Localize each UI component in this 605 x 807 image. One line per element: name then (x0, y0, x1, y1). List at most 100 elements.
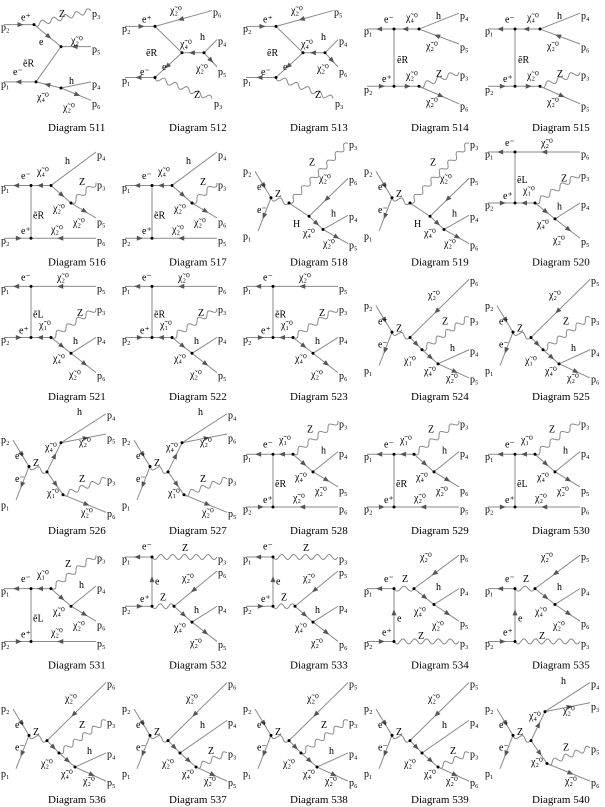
vertex-dot (170, 335, 174, 339)
vertex-dot (315, 765, 319, 769)
particle-label: p₄ (107, 750, 116, 761)
particle-label: h (65, 156, 70, 167)
particle-label: p₁ (122, 284, 131, 295)
arrow-icon (191, 586, 198, 593)
particle-label: h (315, 605, 320, 616)
boson-propagator-line (391, 331, 411, 340)
particle-label: χ̃₂⁰ (431, 621, 444, 632)
particle-label: χ̃₂⁰ (282, 759, 295, 770)
particle-label: χ̃₄⁰ (423, 228, 436, 239)
scalar-line (433, 588, 460, 605)
arrow-icon (279, 451, 285, 457)
particle-label: e⁻ (136, 743, 146, 754)
vertex-dot (392, 27, 396, 31)
arrow-icon (257, 603, 264, 609)
arrow-icon (37, 334, 43, 340)
particle-label: e⁻ (505, 440, 515, 451)
vertex-dot (49, 183, 53, 187)
particle-label: ẽR (146, 48, 157, 59)
particle-label: p₄ (218, 334, 227, 345)
arrow-icon (445, 195, 452, 202)
vertex-dot (269, 733, 273, 737)
particle-label: h (200, 720, 205, 731)
arrow-icon (497, 26, 504, 32)
particle-label: χ̃₂⁰ (173, 203, 186, 214)
particle-label: χ̃₂⁰ (425, 97, 438, 108)
particle-label: p₆ (460, 552, 469, 563)
arrow-icon (420, 504, 427, 510)
vertex-dot (392, 639, 396, 643)
diagram-caption: Diagram 518 (290, 256, 348, 268)
vertex-dot (29, 587, 33, 591)
boson-propagator-line (154, 77, 213, 99)
particle-label: h (200, 32, 205, 43)
diagram-caption: Diagram 540 (532, 794, 590, 806)
particle-label: p₅ (470, 679, 479, 690)
particle-label: p₆ (218, 568, 227, 579)
arrow-icon (404, 83, 411, 89)
vertex-dot (513, 150, 517, 154)
diagram-caption: Diagram 536 (48, 794, 106, 806)
particle-label: p₁ (1, 79, 10, 90)
vertex-dot (299, 751, 303, 755)
vertex-dot (390, 330, 394, 334)
particle-label: e⁺ (503, 74, 513, 85)
particle-label: p₃ (591, 315, 600, 326)
particle-label: p₁ (485, 452, 494, 463)
vertex-dot (442, 227, 446, 231)
vertex-dot (417, 27, 421, 31)
particle-label: χ̃₄⁰ (526, 13, 539, 24)
particle-label: e⁺ (382, 628, 392, 639)
particle-label: χ̃₂⁰ (425, 41, 438, 52)
vertex-dot (59, 86, 63, 90)
particle-label: ẽR (23, 58, 34, 69)
particle-label: χ̃₁⁰ (278, 435, 291, 446)
arrow-icon (44, 32, 52, 39)
particle-label: χ̃₂⁰ (526, 71, 539, 82)
scalar-line (421, 719, 470, 754)
arrow-icon (179, 191, 186, 198)
arrow-icon (300, 460, 307, 466)
arrow-icon (324, 195, 331, 202)
particle-label: p₂ (122, 236, 131, 247)
particle-label: p₃ (591, 702, 600, 713)
particle-label: h (315, 336, 320, 347)
particle-label: p₆ (349, 175, 358, 186)
particle-label: Z (561, 173, 567, 184)
vertex-dot (291, 452, 295, 456)
arrow-icon (555, 34, 562, 40)
vertex-dot (538, 27, 542, 31)
vertex-dot (150, 335, 154, 339)
arrow-icon (421, 460, 428, 466)
vertex-dot (153, 24, 157, 28)
particle-label: p₄ (228, 411, 237, 422)
particle-label: Z (517, 727, 523, 738)
arrow-icon (141, 750, 147, 757)
particle-label: χ̃₂⁰ (435, 486, 448, 497)
vertex-dot (190, 201, 194, 205)
arrow-icon (201, 360, 209, 366)
diagram-caption: Diagram 532 (169, 660, 227, 672)
arrow-icon (443, 609, 451, 616)
particle-label: p₆ (107, 679, 116, 690)
particle-label: χ̃₂⁰ (302, 573, 315, 584)
scalar-line (544, 682, 591, 713)
particle-label: χ̃₁⁰ (403, 355, 416, 366)
boson-propagator-line (546, 745, 591, 766)
particle-label: e⁺ (142, 14, 152, 25)
scalar-line (312, 451, 339, 473)
vertex-dot (513, 84, 517, 88)
particle-label: χ̃₂⁰ (201, 507, 214, 518)
particle-label: p₂ (243, 704, 252, 715)
boson-propagator-line (413, 420, 460, 456)
particle-label: Z (430, 158, 436, 169)
arrow-icon (255, 451, 262, 457)
arrow-icon (285, 62, 293, 69)
particle-label: χ̃₂⁰ (298, 273, 311, 284)
particle-label: ẽR (518, 55, 529, 66)
particle-label: p₂ (243, 335, 252, 346)
